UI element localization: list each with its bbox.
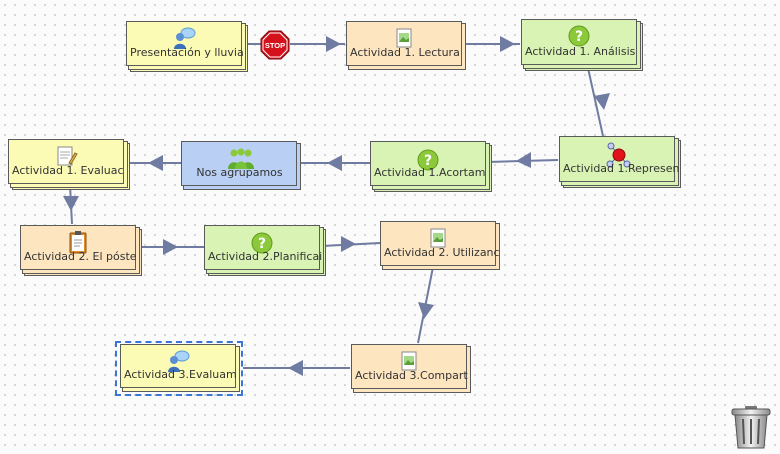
- molecule-icon: [605, 141, 631, 168]
- activity-node-evaluacion-1[interactable]: Actividad 1. Evaluac: [8, 139, 130, 190]
- stop-sign-icon[interactable]: STOP: [260, 30, 290, 60]
- arrowhead: [326, 36, 341, 52]
- connector-n10-n11: [417, 266, 434, 344]
- selection-frame: [115, 341, 243, 396]
- activity-node-planificacion[interactable]: ? Actividad 2.Planificai: [204, 225, 326, 276]
- connector-n9-n10: [321, 242, 381, 247]
- group-icon: [227, 147, 254, 171]
- node-label: Actividad 3.Evaluam: [124, 368, 237, 381]
- svg-text:?: ?: [258, 236, 266, 252]
- node-label: Actividad 2. El póste: [24, 250, 137, 263]
- node-label: Presentación y lluvia: [130, 46, 244, 59]
- activity-node-presentacion[interactable]: Presentación y lluvia: [126, 21, 248, 72]
- image-document-icon: [392, 26, 416, 50]
- activity-node-el-poster[interactable]: Actividad 2. El póste: [20, 225, 142, 276]
- activity-node-utilizando[interactable]: Actividad 2. Utilizanc: [380, 221, 500, 270]
- arrowhead: [594, 93, 610, 110]
- stop-label: STOP: [265, 41, 285, 50]
- arrowhead: [500, 36, 515, 52]
- svg-text:?: ?: [575, 29, 583, 45]
- connector-n7-n8: [69, 184, 73, 225]
- node-label: Actividad 1. Análisis: [525, 45, 636, 58]
- people-speech-icon: [172, 26, 196, 50]
- image-document-icon: [397, 349, 421, 373]
- question-icon: ?: [567, 24, 591, 48]
- arrowhead: [341, 236, 356, 252]
- node-label: Actividad 1.Acortam: [374, 166, 486, 179]
- activity-node-evaluamos[interactable]: Actividad 3.Evaluam: [120, 344, 240, 392]
- trash-icon[interactable]: [729, 404, 773, 450]
- node-label: Actividad 2. Utilizanc: [384, 246, 500, 259]
- arrowhead: [63, 196, 79, 211]
- node-label: Actividad 1. Lectura: [350, 46, 460, 59]
- people-speech-icon: [166, 349, 190, 373]
- arrowhead: [148, 155, 163, 171]
- arrowhead: [163, 239, 178, 255]
- activity-node-analisis[interactable]: ? Actividad 1. Análisis: [521, 19, 643, 71]
- activity-node-nos-agrupamos[interactable]: Nos agrupamos: [181, 141, 301, 190]
- arrowhead: [327, 155, 342, 171]
- activity-node-acortamiento[interactable]: ? Actividad 1.Acortam: [370, 141, 492, 192]
- document-pencil-icon: [54, 144, 78, 168]
- activity-node-representacion[interactable]: Actividad 1.Represen: [559, 136, 681, 188]
- svg-text:?: ?: [424, 153, 432, 169]
- node-label: Actividad 2.Planificai: [208, 250, 323, 263]
- node-label: Nos agrupamos: [196, 166, 283, 179]
- connector-n3-n4: [587, 67, 604, 137]
- node-label: Actividad 3.Compart: [355, 369, 468, 382]
- activity-node-compartimos[interactable]: Actividad 3.Compart: [351, 344, 471, 393]
- arrowhead: [418, 302, 434, 319]
- connector-n4-n5: [487, 159, 559, 163]
- image-document-icon: [426, 226, 450, 250]
- arrowhead: [516, 152, 531, 168]
- arrowhead: [288, 360, 303, 376]
- node-label: Actividad 1.Represen: [563, 162, 680, 175]
- question-icon: ?: [250, 231, 274, 255]
- node-label: Actividad 1. Evaluac: [12, 164, 124, 177]
- clipboard-icon: [66, 230, 90, 254]
- activity-node-lectura[interactable]: Actividad 1. Lectura: [346, 21, 466, 70]
- question-icon: ?: [416, 148, 440, 172]
